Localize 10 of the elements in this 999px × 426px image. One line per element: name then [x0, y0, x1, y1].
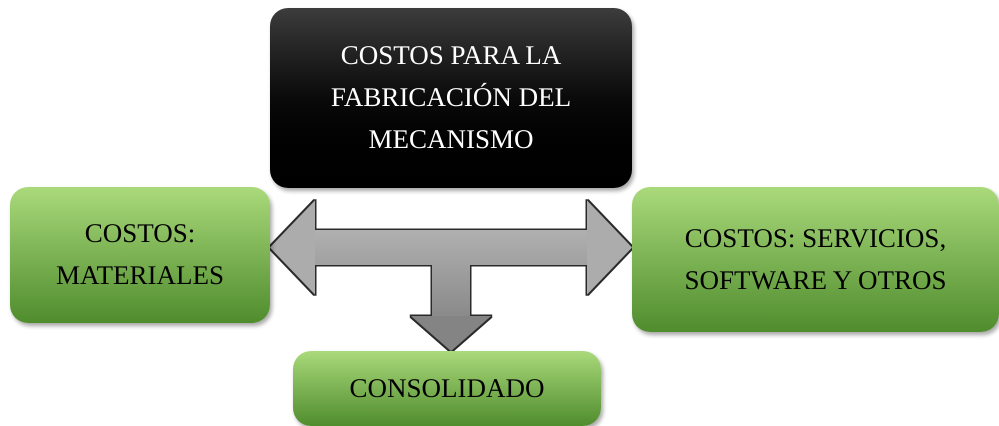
- box-label: CONSOLIDADO: [350, 372, 544, 405]
- rounded-box: [10, 187, 270, 323]
- box-label: COSTOS: SERVICIOS, SOFTWARE Y OTROS: [683, 222, 948, 296]
- box-label: COSTOS: MATERIALES: [55, 217, 225, 292]
- box-label: COSTOS PARA LA FABRICACIÓN DEL MECANISMO: [330, 39, 572, 156]
- rounded-box: [632, 187, 999, 332]
- rounded-box: [270, 8, 632, 188]
- block-arrow: [270, 200, 451, 294]
- rounded-box: [293, 351, 601, 426]
- block-arrow: [451, 200, 632, 294]
